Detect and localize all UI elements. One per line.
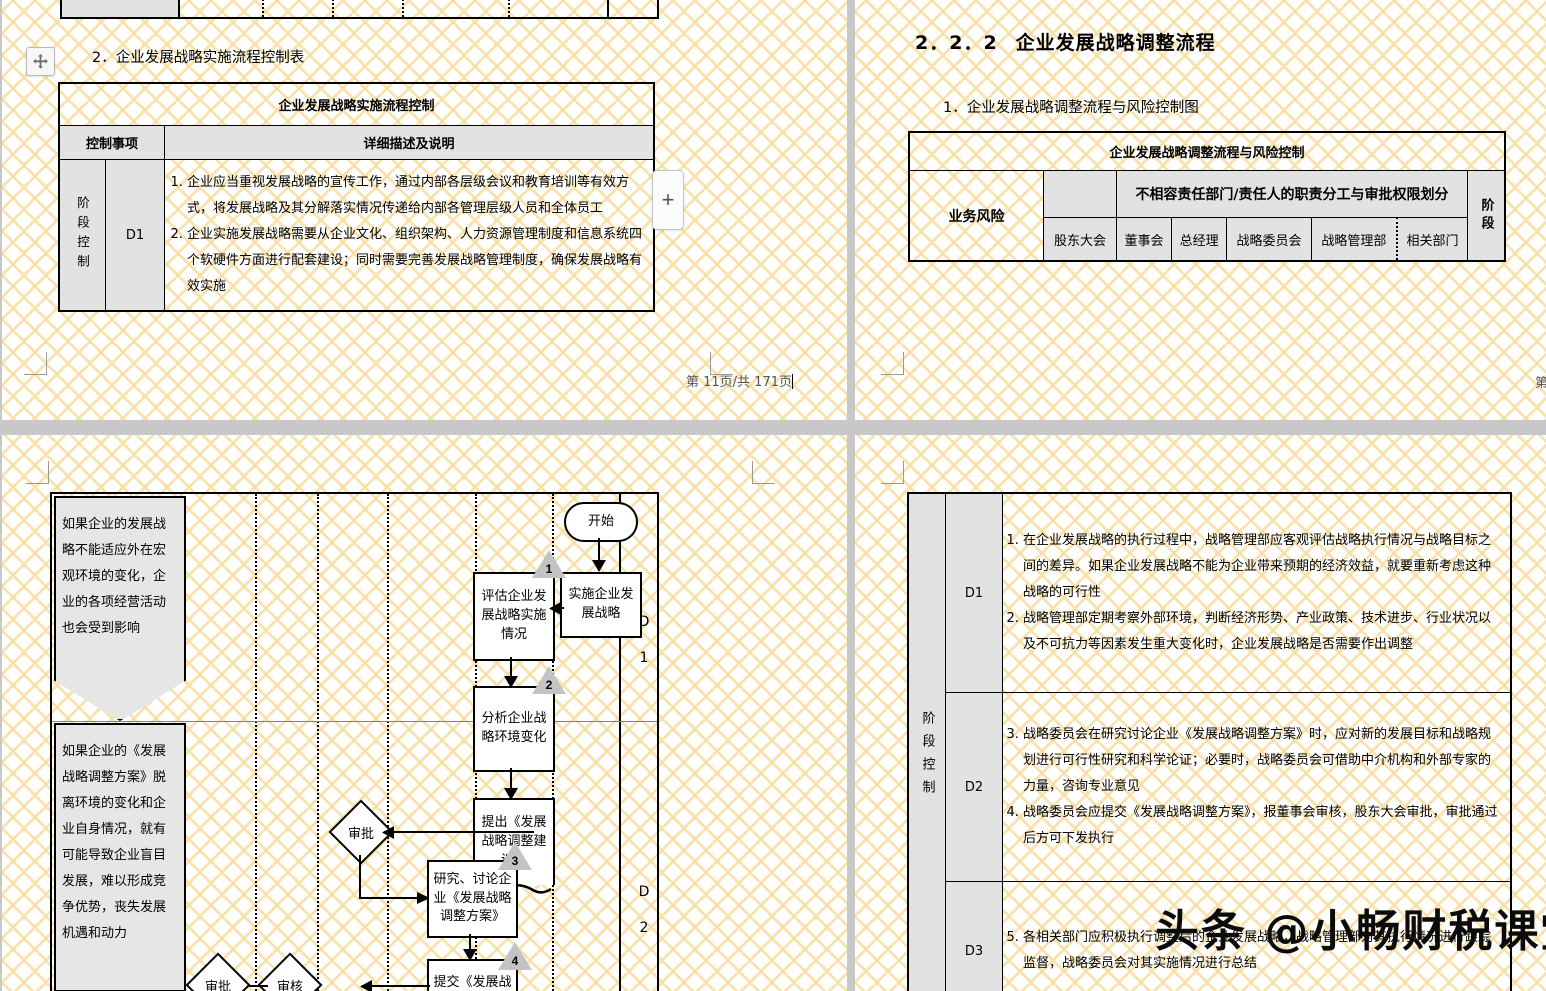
dept-header-related-dept: 相关部门 <box>1397 218 1468 262</box>
lane-divider <box>255 494 257 991</box>
rule-list-cell: 战略委员会在研究讨论企业《发展战略调整方案》时，应对新的发展目标和战略规划进行可… <box>1003 693 1512 882</box>
rule-list-cell: 在企业发展战略的执行过程中，战略管理部应客观评估战略执行情况与战略目标之间的差异… <box>1003 493 1512 693</box>
rule-list-cell: 各相关部门应积极执行调整后的企业发展战略，战略管理部对其执行情况进行跟踪监督，战… <box>1003 882 1512 991</box>
badge-4: 4 <box>498 942 532 970</box>
table-title: 企业发展战略调整流程与风险控制 <box>909 132 1505 171</box>
page-top-right: 2．2．2 企业发展战略调整流程 1．企业发展战略调整流程与风险控制图 企业发展… <box>855 0 1546 420</box>
flow-node-approve-bottom: 审批 <box>195 962 241 991</box>
table-row: D2 战略委员会在研究讨论企业《发展战略调整方案》时，应对新的发展目标和战略规划… <box>908 693 1511 882</box>
stage-code-d1: D 1 <box>629 604 659 677</box>
risk-description-1: 如果企业的发展战略不能适应外在宏观环境的变化，企业的各项经营活动也会受到影响 <box>54 496 186 721</box>
badge-3: 3 <box>498 842 532 870</box>
column-header-business-risk: 业务风险 <box>909 171 1044 262</box>
dept-header-strategy-committee: 战略委员会 <box>1227 218 1312 262</box>
page-top-left: 结束 2．企业发展战略实施流程控制表 企业发展战略实施流程控制 控制事项 详细描… <box>2 0 847 420</box>
margin-mark <box>752 461 775 484</box>
rule-list: 企业应当重视发展战略的宣传工作，通过内部各层级会议和教育培训等有效方式，将发展战… <box>167 170 645 300</box>
badge-2: 2 <box>532 666 566 694</box>
arrow-head <box>549 602 561 615</box>
list-item: 战略管理部定期考察外部环境，判断经济形势、产业政策、技术进步、行业状况以及不可抗… <box>1023 606 1502 658</box>
stage-row-separator <box>52 721 657 722</box>
stage-control-label: 阶段控制 <box>908 493 946 991</box>
margin-mark <box>26 461 49 484</box>
section-label: 2．企业发展战略实施流程控制表 <box>92 46 304 67</box>
subsection-label: 1．企业发展战略调整流程与风险控制图 <box>943 96 1199 117</box>
stage-code-d2: D 2 <box>629 874 659 947</box>
lane-divider <box>262 0 264 17</box>
margin-mark <box>24 352 47 375</box>
move-handle-icon[interactable] <box>26 47 55 76</box>
rule-list-cell: 企业应当重视发展战略的宣传工作，通过内部各层级会议和教育培训等有效方式，将发展战… <box>165 160 655 312</box>
column-header-description: 详细描述及说明 <box>165 126 655 160</box>
table-row: 阶段控制 D1 在企业发展战略的执行过程中，战略管理部应客观评估战略执行情况与战… <box>908 493 1511 693</box>
adjustment-risk-control-table: 企业发展战略调整流程与风险控制 业务风险 不相容责任部门/责任人的职责分工与审批… <box>908 131 1506 262</box>
page-footer: 第 11页/共 171页 <box>686 371 793 390</box>
heading-text: 企业发展战略调整流程 <box>1016 28 1216 55</box>
control-code-d1: D1 <box>946 493 1003 693</box>
header-spacer-cell <box>1044 171 1117 218</box>
dept-header-gm: 总经理 <box>1172 218 1227 262</box>
table-row: 企业发展战略调整流程与风险控制 <box>909 132 1505 171</box>
connector <box>362 985 430 987</box>
margin-mark <box>881 461 904 484</box>
flow-node-discuss: 研究、讨论企业《发展战略调整方案》 <box>427 860 518 938</box>
rule-list: 战略委员会在研究讨论企业《发展战略调整方案》时，应对新的发展目标和战略规划进行可… <box>1003 722 1502 852</box>
dept-header-shareholders: 股东大会 <box>1044 218 1117 262</box>
table-row: 业务风险 不相容责任部门/责任人的职责分工与审批权限划分 阶段 <box>909 171 1505 218</box>
control-code-d2: D2 <box>946 693 1003 882</box>
add-column-button[interactable]: + <box>652 170 684 230</box>
page-bottom-left: 如果企业的发展战略不能适应外在宏观环境的变化，企业的各项经营活动也会受到影响 如… <box>2 435 847 991</box>
connector <box>384 831 534 833</box>
list-item: 企业应当重视发展战略的宣传工作，通过内部各层级会议和教育培训等有效方式，将发展战… <box>187 170 645 222</box>
section-heading: 2．2．2 企业发展战略调整流程 <box>915 28 1216 55</box>
connector <box>359 897 422 899</box>
carryover-shaded-cell <box>62 0 180 17</box>
control-code-d3: D3 <box>946 882 1003 991</box>
adjustment-control-table: 阶段控制 D1 在企业发展战略的执行过程中，战略管理部应客观评估战略执行情况与战… <box>907 492 1512 991</box>
table-row: 阶段控制 D1 企业应当重视发展战略的宣传工作，通过内部各层级会议和教育培训等有… <box>59 160 654 312</box>
flow-node-analyze: 分析企业战略环境变化 <box>473 686 555 772</box>
stage-control-label: 阶段控制 <box>59 160 106 312</box>
lane-divider <box>508 0 510 17</box>
page-footer-edge: 第 <box>1535 372 1546 391</box>
list-item: 企业实施发展战略需要从企业文化、组织架构、人力资源管理制度和信息系统四个软硬件方… <box>187 222 645 300</box>
dept-header-board: 董事会 <box>1117 218 1172 262</box>
lane-divider <box>387 494 389 991</box>
column-header-control-item: 控制事项 <box>59 126 165 160</box>
connector <box>359 855 361 899</box>
heading-number: 2．2．2 <box>915 28 998 55</box>
control-code-d1: D1 <box>106 160 165 312</box>
table-row: 企业发展战略实施流程控制 <box>59 83 654 126</box>
lane-divider <box>332 0 334 17</box>
lane-divider <box>607 0 609 17</box>
stage-column-divider <box>619 494 621 991</box>
flow-node-evaluate: 评估企业发展战略实施情况 <box>473 572 555 661</box>
badge-1: 1 <box>532 550 566 578</box>
flow-node-start: 开始 <box>564 502 638 542</box>
dept-header-strategy-dept: 战略管理部 <box>1311 218 1396 262</box>
list-item: 各相关部门应积极执行调整后的企业发展战略，战略管理部对其执行情况进行跟踪监督，战… <box>1023 925 1502 977</box>
margin-mark <box>881 352 904 375</box>
page-bottom-right: 阶段控制 D1 在企业发展战略的执行过程中，战略管理部应客观评估战略执行情况与战… <box>855 435 1546 991</box>
arrow-head <box>382 826 394 839</box>
carryover-table-fragment: 结束 <box>60 0 659 19</box>
risk-description-2: 如果企业的《发展战略调整方案》脱离环境的变化和企业自身情况，就有可能导致企业盲目… <box>54 723 186 991</box>
lane-divider <box>317 494 319 991</box>
table-title: 企业发展战略实施流程控制 <box>59 83 654 126</box>
column-header-stage: 阶段 <box>1468 171 1506 262</box>
flow-node-review-bottom: 审核 <box>267 962 313 991</box>
table-row: D3 各相关部门应积极执行调整后的企业发展战略，战略管理部对其执行情况进行跟踪监… <box>908 882 1511 991</box>
list-item: 战略委员会应提交《发展战略调整方案》，报董事会审核，股东大会审批，审批通过后方可… <box>1023 800 1502 852</box>
list-item: 战略委员会在研究讨论企业《发展战略调整方案》时，应对新的发展目标和战略规划进行可… <box>1023 722 1502 800</box>
table-row: 控制事项 详细描述及说明 <box>59 126 654 160</box>
arrow-head <box>592 560 606 572</box>
flow-node-approve-top: 审批 <box>338 809 384 855</box>
list-item: 在企业发展战略的执行过程中，战略管理部应客观评估战略执行情况与战略目标之间的差异… <box>1023 528 1502 606</box>
adjustment-flowchart: 如果企业的发展战略不能适应外在宏观环境的变化，企业的各项经营活动也会受到影响 如… <box>50 492 659 991</box>
implementation-control-table: 企业发展战略实施流程控制 控制事项 详细描述及说明 阶段控制 D1 企业应当重视… <box>58 82 655 312</box>
column-header-responsibility-span: 不相容责任部门/责任人的职责分工与审批权限划分 <box>1117 171 1468 218</box>
rule-list: 在企业发展战略的执行过程中，战略管理部应客观评估战略执行情况与战略目标之间的差异… <box>1003 528 1502 658</box>
rule-list: 各相关部门应积极执行调整后的企业发展战略，战略管理部对其执行情况进行跟踪监督，战… <box>1003 925 1502 977</box>
lane-divider <box>402 0 404 17</box>
